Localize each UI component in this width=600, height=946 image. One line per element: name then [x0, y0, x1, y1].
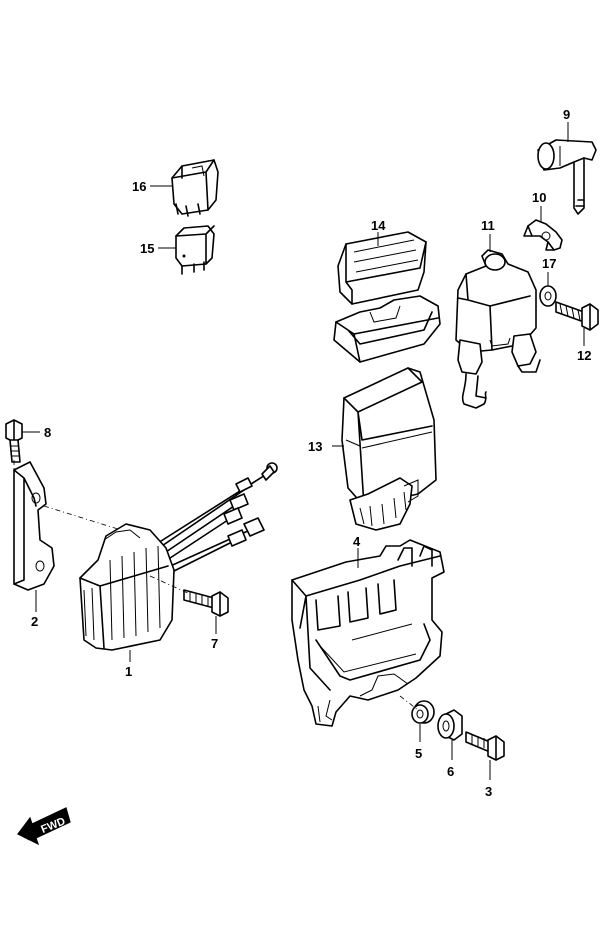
grommet-part-5[interactable] [411, 700, 435, 724]
collar-part-6[interactable] [437, 709, 463, 741]
callout-11: 11 [481, 218, 495, 233]
callout-12: 12 [577, 348, 591, 363]
callout-3: 3 [485, 784, 492, 799]
callout-13: 13 [308, 439, 322, 454]
callout-15: 15 [140, 241, 154, 256]
clamp-part-10[interactable] [523, 219, 563, 251]
callout-17: 17 [542, 256, 556, 271]
ecu-module-part-13[interactable] [341, 367, 437, 531]
callout-7: 7 [211, 636, 218, 651]
callout-9: 9 [563, 107, 570, 122]
callout-16: 16 [132, 179, 146, 194]
callout-4: 4 [353, 534, 361, 549]
regulator-rectifier-part-1[interactable] [79, 462, 278, 651]
fwd-arrow-icon: FWD [17, 807, 71, 846]
bolt-part-3[interactable] [465, 731, 505, 761]
bolt-part-8[interactable] [5, 419, 23, 463]
electrical-bracket-part-4[interactable] [291, 539, 445, 727]
callout-10: 10 [532, 190, 546, 205]
callout-5: 5 [415, 746, 422, 761]
bolt-part-7[interactable] [183, 589, 229, 617]
ignition-coil-part-11[interactable] [455, 249, 541, 409]
relay-part-15[interactable] [175, 225, 215, 275]
relay-part-16[interactable] [171, 159, 219, 217]
callout-2: 2 [31, 614, 38, 629]
ecu-holder-part-14[interactable] [333, 231, 441, 363]
callout-8: 8 [44, 425, 51, 440]
bolt-part-12[interactable] [555, 301, 599, 331]
callout-6: 6 [447, 764, 454, 779]
bracket-part-2[interactable] [13, 461, 55, 591]
callout-14: 14 [371, 218, 386, 233]
spark-plug-cap-part-9[interactable] [537, 139, 597, 215]
washer-part-17[interactable] [539, 285, 557, 307]
callout-1: 1 [125, 664, 132, 679]
